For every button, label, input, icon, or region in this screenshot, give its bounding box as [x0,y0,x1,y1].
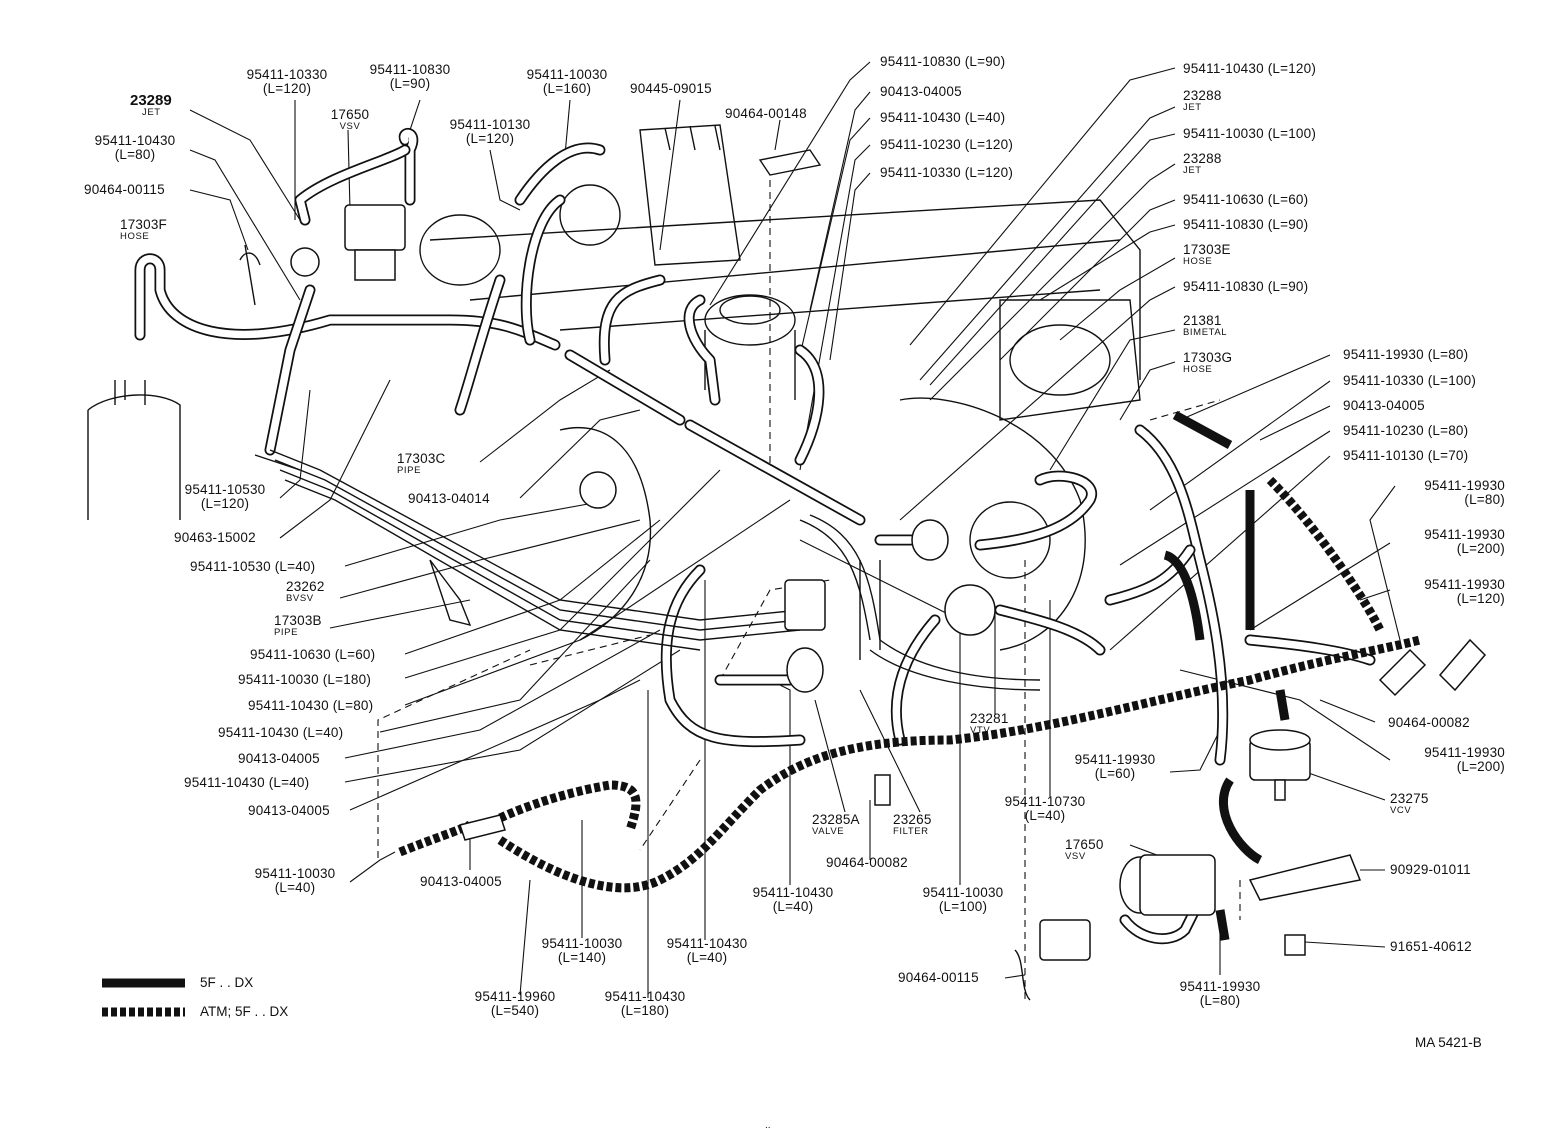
page-mark: .. [765,1120,771,1130]
label-p33: 95411-19930(L=200) [1424,527,1505,556]
label-p27: 95411-19930 (L=80) [1343,347,1469,362]
label-p10: 90464-00115 [84,182,165,197]
canister [87,380,181,520]
label-p50: 95411-10430(L=40) [752,885,834,914]
label-p69: 90413-04014 [408,491,490,506]
pipe-bundle [254,449,1041,691]
label-p16: 95411-10330 (L=120) [880,165,1014,180]
label-p15: 95411-10230 (L=120) [880,137,1014,152]
label-p01: 95411-10330(L=120) [246,67,328,96]
label-p60: 95411-10430 (L=40) [218,725,344,740]
label-p22: 95411-10830 (L=90) [1183,217,1309,232]
label-p53: 95411-10030(L=140) [541,936,623,965]
label-p57: 90413-04005 [248,803,330,818]
label-p67: 90463-15002 [174,530,256,545]
label-p56: 95411-10030(L=40) [254,866,336,895]
label-p39: 91651-40612 [1390,939,1472,954]
label-p19: 95411-10030 (L=100) [1183,126,1317,141]
label-p29: 90413-04005 [1343,398,1425,413]
label-p52: 95411-10430(L=180) [604,989,686,1018]
label-p30: 95411-10230 (L=80) [1343,423,1469,438]
label-p58: 95411-10430 (L=40) [184,775,310,790]
diagram-code: MA 5421-B [1415,1035,1482,1050]
label-p35: 90464-00082 [1388,715,1470,730]
label-p04: 90445-09015 [630,81,712,96]
label-p49: 90464-00082 [826,855,908,870]
label-p68: 95411-10530(L=120) [184,482,266,511]
label-p32: 95411-19930(L=80) [1424,478,1505,507]
label-p43: 95411-19930(L=60) [1074,752,1156,781]
engine-outline [419,124,1141,660]
label-p38: 90929-01011 [1390,862,1471,877]
dashed-guides [377,180,1241,1000]
label-p36: 95411-19930(L=200) [1424,745,1505,774]
label-p14: 95411-10430 (L=40) [880,110,1006,125]
label-p17: 95411-10430 (L=120) [1183,61,1317,76]
atm-hoses [398,411,1422,941]
label-p02: 95411-10830(L=90) [369,62,451,91]
label-p21: 95411-10630 (L=60) [1183,192,1309,207]
label-p63: 95411-10630 (L=60) [250,647,376,662]
label-p12: 95411-10830 (L=90) [880,54,1006,69]
label-p54: 95411-19960(L=540) [474,989,556,1018]
label-p08: 90464-00148 [725,106,807,121]
legend-swatches [102,978,185,1017]
label-p03: 95411-10030(L=160) [526,67,608,96]
label-p31: 95411-10130 (L=70) [1343,448,1469,463]
label-p40: 95411-19930(L=80) [1179,979,1261,1008]
label-p44: 95411-10730(L=40) [1004,794,1086,823]
label-p59: 90413-04005 [238,751,320,766]
label-p61: 95411-10430 (L=80) [248,698,374,713]
label-p66: 95411-10530 (L=40) [190,559,316,574]
components [239,149,1487,1001]
label-p28: 95411-10330 (L=100) [1343,373,1477,388]
label-p24: 95411-10830 (L=90) [1183,279,1309,294]
legend-solid-label: 5F . . DX [200,975,254,990]
label-p34: 95411-19930(L=120) [1424,577,1505,606]
label-p55: 90413-04005 [420,874,502,889]
label-p46: 95411-10030(L=100) [922,885,1004,914]
label-p62: 95411-10030 (L=180) [238,672,372,687]
label-p41: 90464-00115 [898,970,979,985]
label-p09: 95411-10430(L=80) [94,133,176,162]
label-p13: 90413-04005 [880,84,962,99]
legend-dotted-label: ATM; 5F . . DX [200,1004,289,1019]
label-p51: 95411-10430(L=40) [666,936,748,965]
label-p07: 95411-10130(L=120) [449,117,531,146]
hose-runs [134,128,1376,945]
